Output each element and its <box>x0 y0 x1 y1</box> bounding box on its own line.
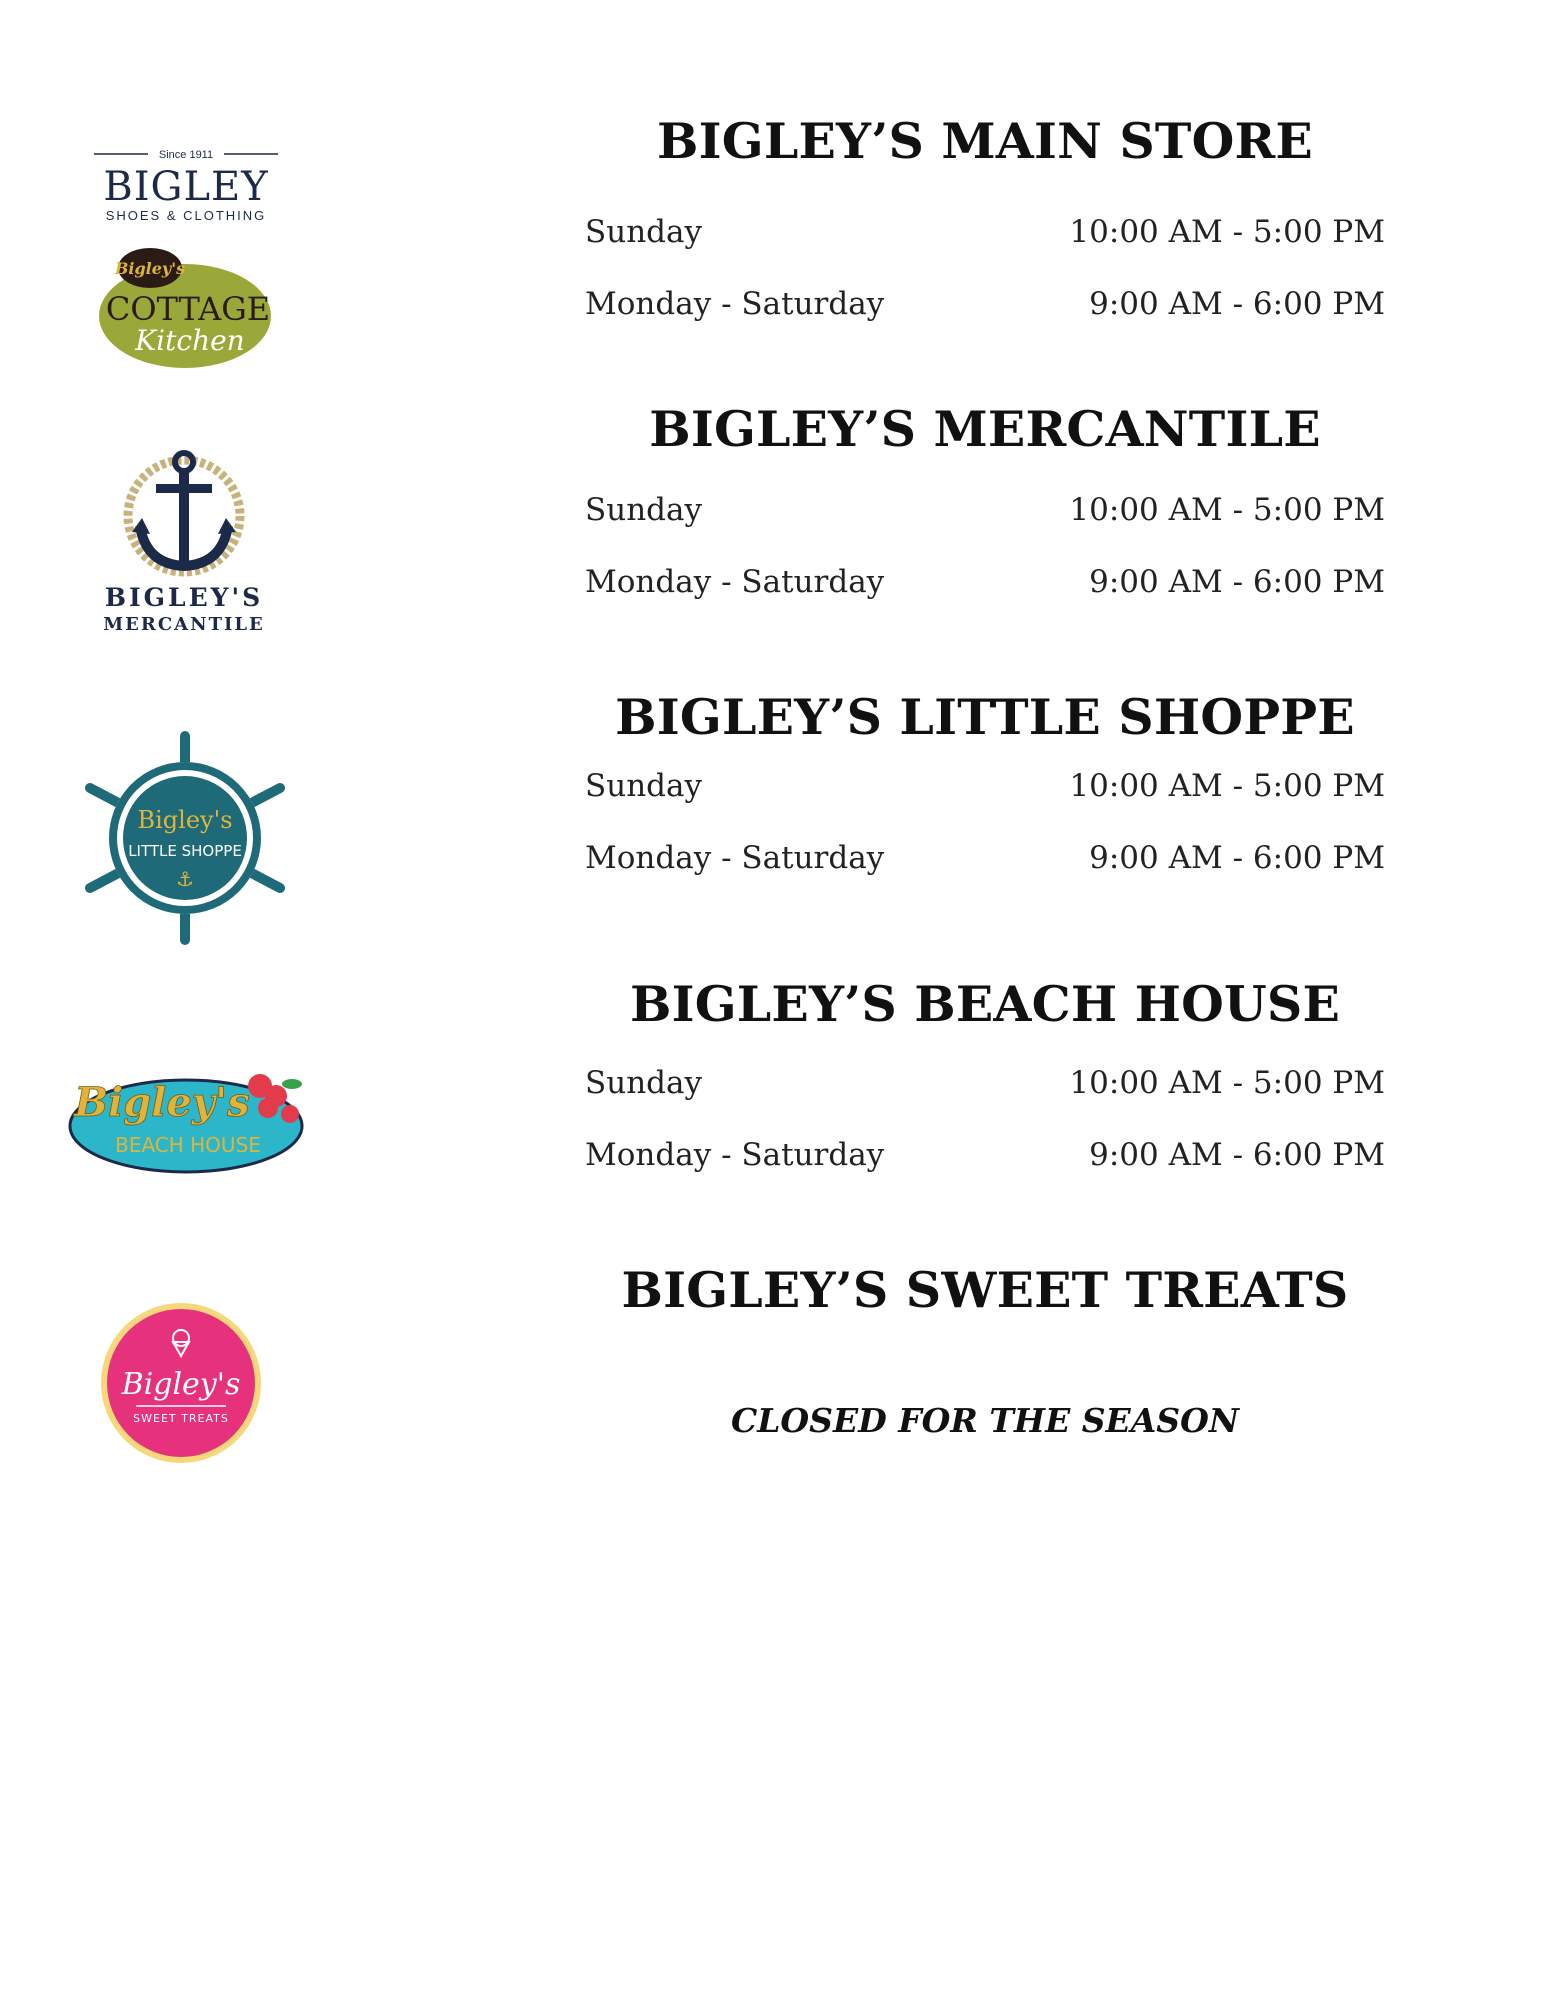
mercantile-line2: MERCANTILE <box>103 614 265 635</box>
tagline-text: SHOES & CLOTHING <box>106 208 267 223</box>
hours-value: 10:00 AM - 5:00 PM <box>1069 768 1385 804</box>
day-label: Monday - Saturday <box>585 286 885 322</box>
bigley-wordmark: BIGLEY <box>103 164 268 210</box>
hours-value: 10:00 AM - 5:00 PM <box>1069 214 1385 250</box>
bigley-shoes-clothing-logo: Since 1911 BIGLEY SHOES & CLOTHING <box>88 140 284 240</box>
closed-notice: CLOSED FOR THE SEASON <box>730 1401 1240 1440</box>
day-label: Monday - Saturday <box>585 564 885 600</box>
hours-row: Sunday 10:00 AM - 5:00 PM <box>585 768 1385 808</box>
hours-row: Monday - Saturday 9:00 AM - 6:00 PM <box>585 840 1385 880</box>
shoppe-line1: Bigley's <box>137 806 232 834</box>
beach-line2: BEACH HOUSE <box>115 1133 261 1157</box>
sweet-treats-section: BIGLEY’S SWEET TREATS CLOSED FOR THE SEA… <box>585 1261 1385 1440</box>
mercantile-line1: BIGLEY'S <box>105 583 263 612</box>
kitchen-text: Kitchen <box>134 324 244 357</box>
hours-row: Monday - Saturday 9:00 AM - 6:00 PM <box>585 1137 1385 1177</box>
day-label: Sunday <box>585 214 703 250</box>
day-label: Monday - Saturday <box>585 840 885 876</box>
sweet-treats-logo: Bigley's SWEET TREATS <box>96 1298 266 1468</box>
hours-value: 10:00 AM - 5:00 PM <box>1069 1065 1385 1101</box>
little-shoppe-section: BIGLEY’S LITTLE SHOPPE Sunday 10:00 AM -… <box>585 688 1385 876</box>
ice-cream-icon <box>171 1329 191 1359</box>
hours-row: Monday - Saturday 9:00 AM - 6:00 PM <box>585 564 1385 604</box>
day-label: Monday - Saturday <box>585 1137 885 1173</box>
cottage-small-text: Bigley's <box>114 259 185 278</box>
anchor-icon <box>172 450 196 474</box>
hours-value: 10:00 AM - 5:00 PM <box>1069 492 1385 528</box>
hours-value: 9:00 AM - 6:00 PM <box>1089 840 1385 876</box>
sweet-line2: SWEET TREATS <box>133 1412 229 1425</box>
main-store-section: BIGLEY’S MAIN STORE Sunday 10:00 AM - 5:… <box>585 112 1385 322</box>
beach-house-logo: Bigley's BEACH HOUSE <box>64 1060 310 1180</box>
hours-value: 9:00 AM - 6:00 PM <box>1089 564 1385 600</box>
hours-value: 9:00 AM - 6:00 PM <box>1089 1137 1385 1173</box>
store-title: BIGLEY’S LITTLE SHOPPE <box>615 688 1355 746</box>
day-label: Sunday <box>585 768 703 804</box>
hours-row: Sunday 10:00 AM - 5:00 PM <box>585 214 1385 254</box>
day-label: Sunday <box>585 1065 703 1101</box>
sweet-line1: Bigley's <box>121 1367 241 1402</box>
since-text: Since 1911 <box>159 149 213 161</box>
cottage-kitchen-logo: Bigley's COTTAGE Kitchen <box>90 238 280 376</box>
store-title: BIGLEY’S BEACH HOUSE <box>629 975 1341 1033</box>
hours-row: Monday - Saturday 9:00 AM - 6:00 PM <box>585 286 1385 326</box>
small-anchor-icon: ⚓ <box>176 867 194 891</box>
mercantile-section: BIGLEY’S MERCANTILE Sunday 10:00 AM - 5:… <box>585 400 1385 600</box>
hours-row: Sunday 10:00 AM - 5:00 PM <box>585 1065 1385 1105</box>
shoppe-line2: LITTLE SHOPPE <box>128 842 242 860</box>
store-title: BIGLEY’S SWEET TREATS <box>621 1261 1349 1319</box>
cottage-text: COTTAGE <box>106 290 270 328</box>
store-title: BIGLEY’S MAIN STORE <box>657 112 1313 170</box>
hours-row: Sunday 10:00 AM - 5:00 PM <box>585 492 1385 532</box>
store-title: BIGLEY’S MERCANTILE <box>649 400 1321 458</box>
mercantile-anchor-logo: BIGLEY'S MERCANTILE <box>84 446 284 646</box>
hibiscus-icon <box>248 1074 302 1123</box>
beach-line1: Bigley's <box>73 1079 250 1126</box>
little-shoppe-wheel-logo: Bigley's LITTLE SHOPPE ⚓ <box>80 728 290 948</box>
day-label: Sunday <box>585 492 703 528</box>
beach-house-section: BIGLEY’S BEACH HOUSE Sunday 10:00 AM - 5… <box>585 975 1385 1173</box>
hours-value: 9:00 AM - 6:00 PM <box>1089 286 1385 322</box>
